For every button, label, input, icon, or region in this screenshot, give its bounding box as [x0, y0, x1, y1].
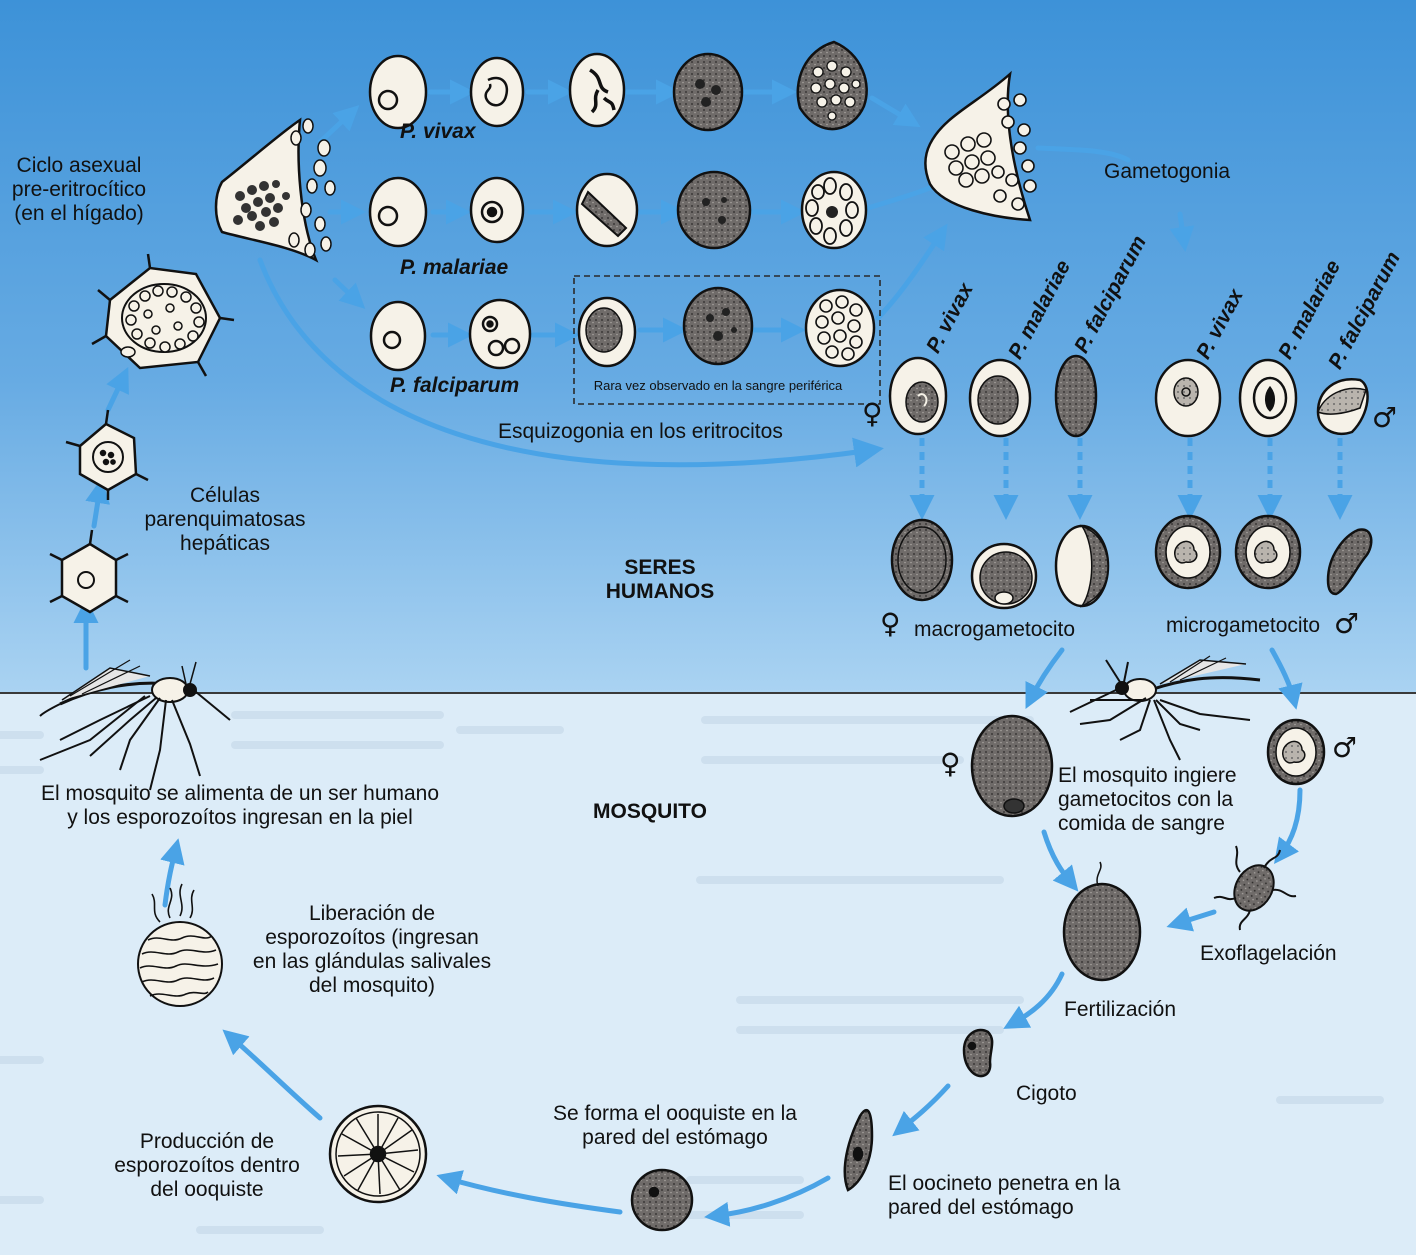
- species-label-malariae: P. malariae: [400, 256, 508, 280]
- liver-cycle-title: Ciclo asexual pre-eritrocítico (en el hí…: [4, 154, 154, 226]
- species-label-falciparum: P. falciparum: [390, 374, 519, 398]
- humans-label: SERES HUMANOS: [560, 556, 760, 604]
- microgametocyte-label: microgametocito: [1166, 614, 1320, 638]
- oocyst-sporozoite-production: [330, 1106, 426, 1202]
- schizogony-label: Esquizogonia en los eritrocitos: [498, 420, 783, 444]
- female-symbol-upper: ♀: [862, 402, 883, 426]
- humans-label-line1: SERES: [560, 556, 760, 580]
- hepatic-cells-label: Células parenquimatosas hepáticas: [120, 484, 330, 556]
- macrogametocyte-label: macrogametocito: [914, 618, 1075, 642]
- female-symbol-mosquito: ♀: [940, 752, 961, 776]
- gametogony-label: Gametogonia: [1104, 160, 1230, 184]
- exflagellation-label: Exoflagelación: [1200, 942, 1337, 966]
- female-symbol-macro: ♀: [880, 612, 901, 636]
- mosquito-feeds-label: El mosquito se alimenta de un ser humano…: [40, 782, 440, 830]
- oocyst-forming-cell: [632, 1170, 692, 1230]
- male-symbol-micro: ♂: [1334, 612, 1359, 636]
- humans-label-line2: HUMANOS: [560, 580, 760, 604]
- oocyst-forms-label: Se forma el ooquiste en la pared del est…: [540, 1102, 810, 1150]
- sporozoite-production-label: Producción de esporozoítos dentro del oo…: [112, 1130, 302, 1202]
- mosquito-ingests-label: El mosquito ingiere gametocitos con la c…: [1058, 764, 1278, 836]
- male-symbol-upper: ♂: [1372, 406, 1397, 430]
- ookinete-label: El oocineto penetra en la pared del estó…: [888, 1172, 1138, 1220]
- cigoto-small-cell: [964, 1030, 992, 1076]
- sporozoite-release-label: Liberación de esporozoítos (ingresan en …: [252, 902, 492, 998]
- male-symbol-mosquito: ♂: [1332, 736, 1357, 760]
- mosquito-female-gamete: [972, 716, 1052, 816]
- species-label-vivax: P. vivax: [400, 120, 476, 144]
- mosquito-label: MOSQUITO: [560, 800, 740, 824]
- rarely-seen-note: Rara vez observado en la sangre periféri…: [562, 378, 874, 393]
- zygote-label: Cigoto: [1016, 1082, 1077, 1106]
- fertilization-label: Fertilización: [1064, 998, 1176, 1022]
